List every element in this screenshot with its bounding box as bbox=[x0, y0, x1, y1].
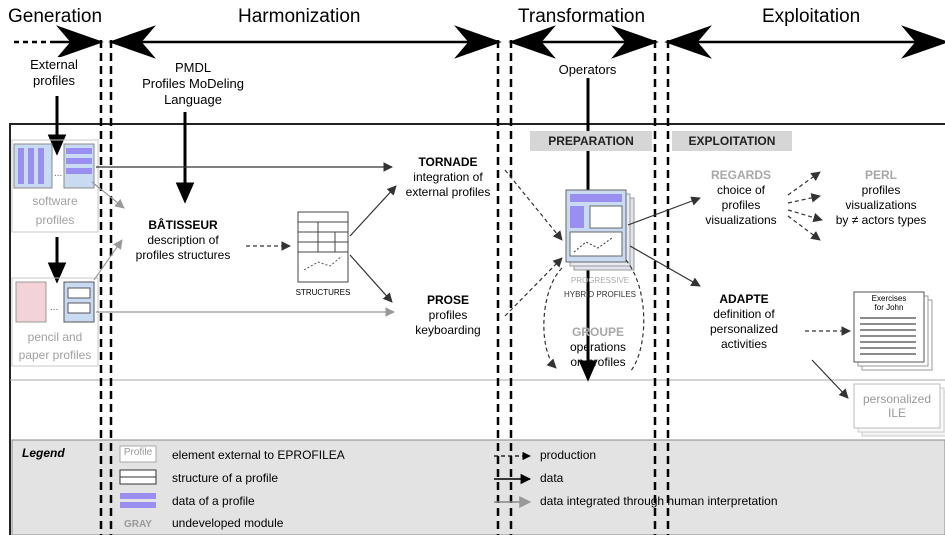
svg-text:...: ... bbox=[50, 302, 58, 313]
pmdl-line3: Language bbox=[164, 92, 222, 107]
structures-label: STRUCTURES bbox=[295, 288, 351, 297]
operators-label: Operators bbox=[540, 62, 635, 77]
software-profiles-label: software profiles bbox=[32, 194, 78, 227]
groupe-desc: operations on profiles bbox=[569, 340, 627, 369]
legend-external: element external to EPROFILEA bbox=[172, 448, 345, 462]
groupe-title: GROUPE bbox=[571, 325, 624, 339]
legend-data-integrated: data integrated through human interpreta… bbox=[540, 494, 778, 508]
phase-transformation: Transformation bbox=[518, 6, 646, 27]
svg-text:...: ... bbox=[54, 168, 62, 179]
legend-data: data of a profile bbox=[172, 494, 255, 508]
ile-label: personalized ILE bbox=[862, 392, 932, 420]
phase-generation: Generation bbox=[8, 6, 103, 27]
preparation-header: PREPARATION bbox=[530, 131, 652, 151]
pencil-paper-icon: ... bbox=[15, 281, 95, 323]
pmdl-line1: PMDL bbox=[174, 60, 212, 75]
hybrid-label: HYBRID PROFILES bbox=[563, 290, 636, 299]
structures-icon bbox=[297, 211, 349, 283]
pencil-paper-border bbox=[11, 277, 99, 367]
exercises-label: Exercises for John bbox=[871, 294, 907, 312]
legend-icons bbox=[119, 445, 532, 508]
tornade-title: TORNADE bbox=[418, 155, 478, 169]
perl-title: PERL bbox=[864, 168, 897, 182]
adapte-desc: definition of personalized activities bbox=[709, 307, 779, 351]
groupe-module: GROUPE operations on profiles bbox=[552, 325, 644, 370]
legend-data-arrow: data bbox=[540, 471, 564, 485]
software-profiles-icon: ... bbox=[13, 143, 95, 189]
software-profiles-border bbox=[11, 139, 99, 233]
phase-harmonization: Harmonization bbox=[238, 6, 361, 27]
pmdl-line2: Profiles MoDeling bbox=[142, 76, 244, 91]
tornade-module: TORNADE integration of external profiles bbox=[398, 155, 498, 200]
adapte-title: ADAPTE bbox=[719, 292, 769, 306]
regards-module: REGARDS choice of profiles visualization… bbox=[686, 168, 796, 228]
external-profiles-label: External profiles bbox=[10, 57, 98, 89]
phase-exploitation: Exploitation bbox=[762, 6, 861, 27]
legend-box bbox=[11, 439, 945, 535]
pencil-paper-label: pencil and paper profiles bbox=[18, 330, 92, 362]
regards-title: REGARDS bbox=[710, 168, 771, 182]
ile-icon bbox=[853, 383, 945, 437]
prose-title: PROSE bbox=[426, 293, 469, 307]
hybrid-profiles-icon bbox=[565, 189, 635, 271]
perl-desc: profiles visualizations by ≠ actors type… bbox=[835, 183, 927, 227]
phase-arrows bbox=[14, 25, 945, 59]
phase-separators bbox=[99, 40, 670, 535]
progressive-label: PROGRESSIVE bbox=[570, 276, 630, 285]
legend-gray-tag: GRAY bbox=[124, 519, 152, 530]
perl-module: PERL profiles visualizations by ≠ actors… bbox=[820, 168, 942, 228]
prose-desc: profiles keyboarding bbox=[415, 308, 481, 337]
legend-undeveloped: undeveloped module bbox=[172, 516, 284, 530]
legend-profile-tag: Profile bbox=[123, 447, 153, 458]
batisseur-desc: description of profiles structures bbox=[135, 233, 231, 262]
exploitation-header: EXPLOITATION bbox=[672, 131, 792, 151]
batisseur-title: BÂTISSEUR bbox=[148, 218, 218, 232]
legend-structure: structure of a profile bbox=[172, 471, 279, 485]
adapte-module: ADAPTE definition of personalized activi… bbox=[686, 292, 802, 352]
legend-title: Legend bbox=[22, 446, 65, 460]
prose-module: PROSE profiles keyboarding bbox=[398, 293, 498, 338]
legend-production: production bbox=[540, 448, 597, 462]
batisseur-module: BÂTISSEUR description of profiles struct… bbox=[118, 218, 248, 263]
pmdl-label: PMDL Profiles MoDeling Language bbox=[118, 60, 268, 108]
tornade-desc: integration of external profiles bbox=[405, 170, 491, 199]
regards-desc: choice of profiles visualizations bbox=[705, 183, 777, 227]
exercises-icon bbox=[853, 291, 933, 371]
